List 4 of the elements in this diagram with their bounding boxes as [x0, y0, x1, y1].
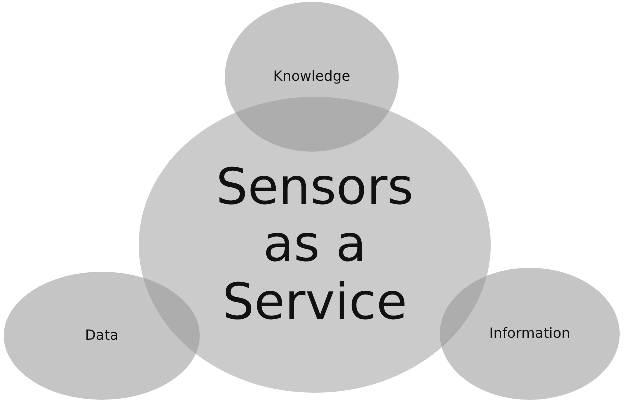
- circle-label: Information: [489, 326, 571, 342]
- circle-label: Sensors as a Service: [215, 158, 415, 332]
- circle-label: Data: [85, 328, 119, 344]
- circle-label: Knowledge: [274, 68, 350, 86]
